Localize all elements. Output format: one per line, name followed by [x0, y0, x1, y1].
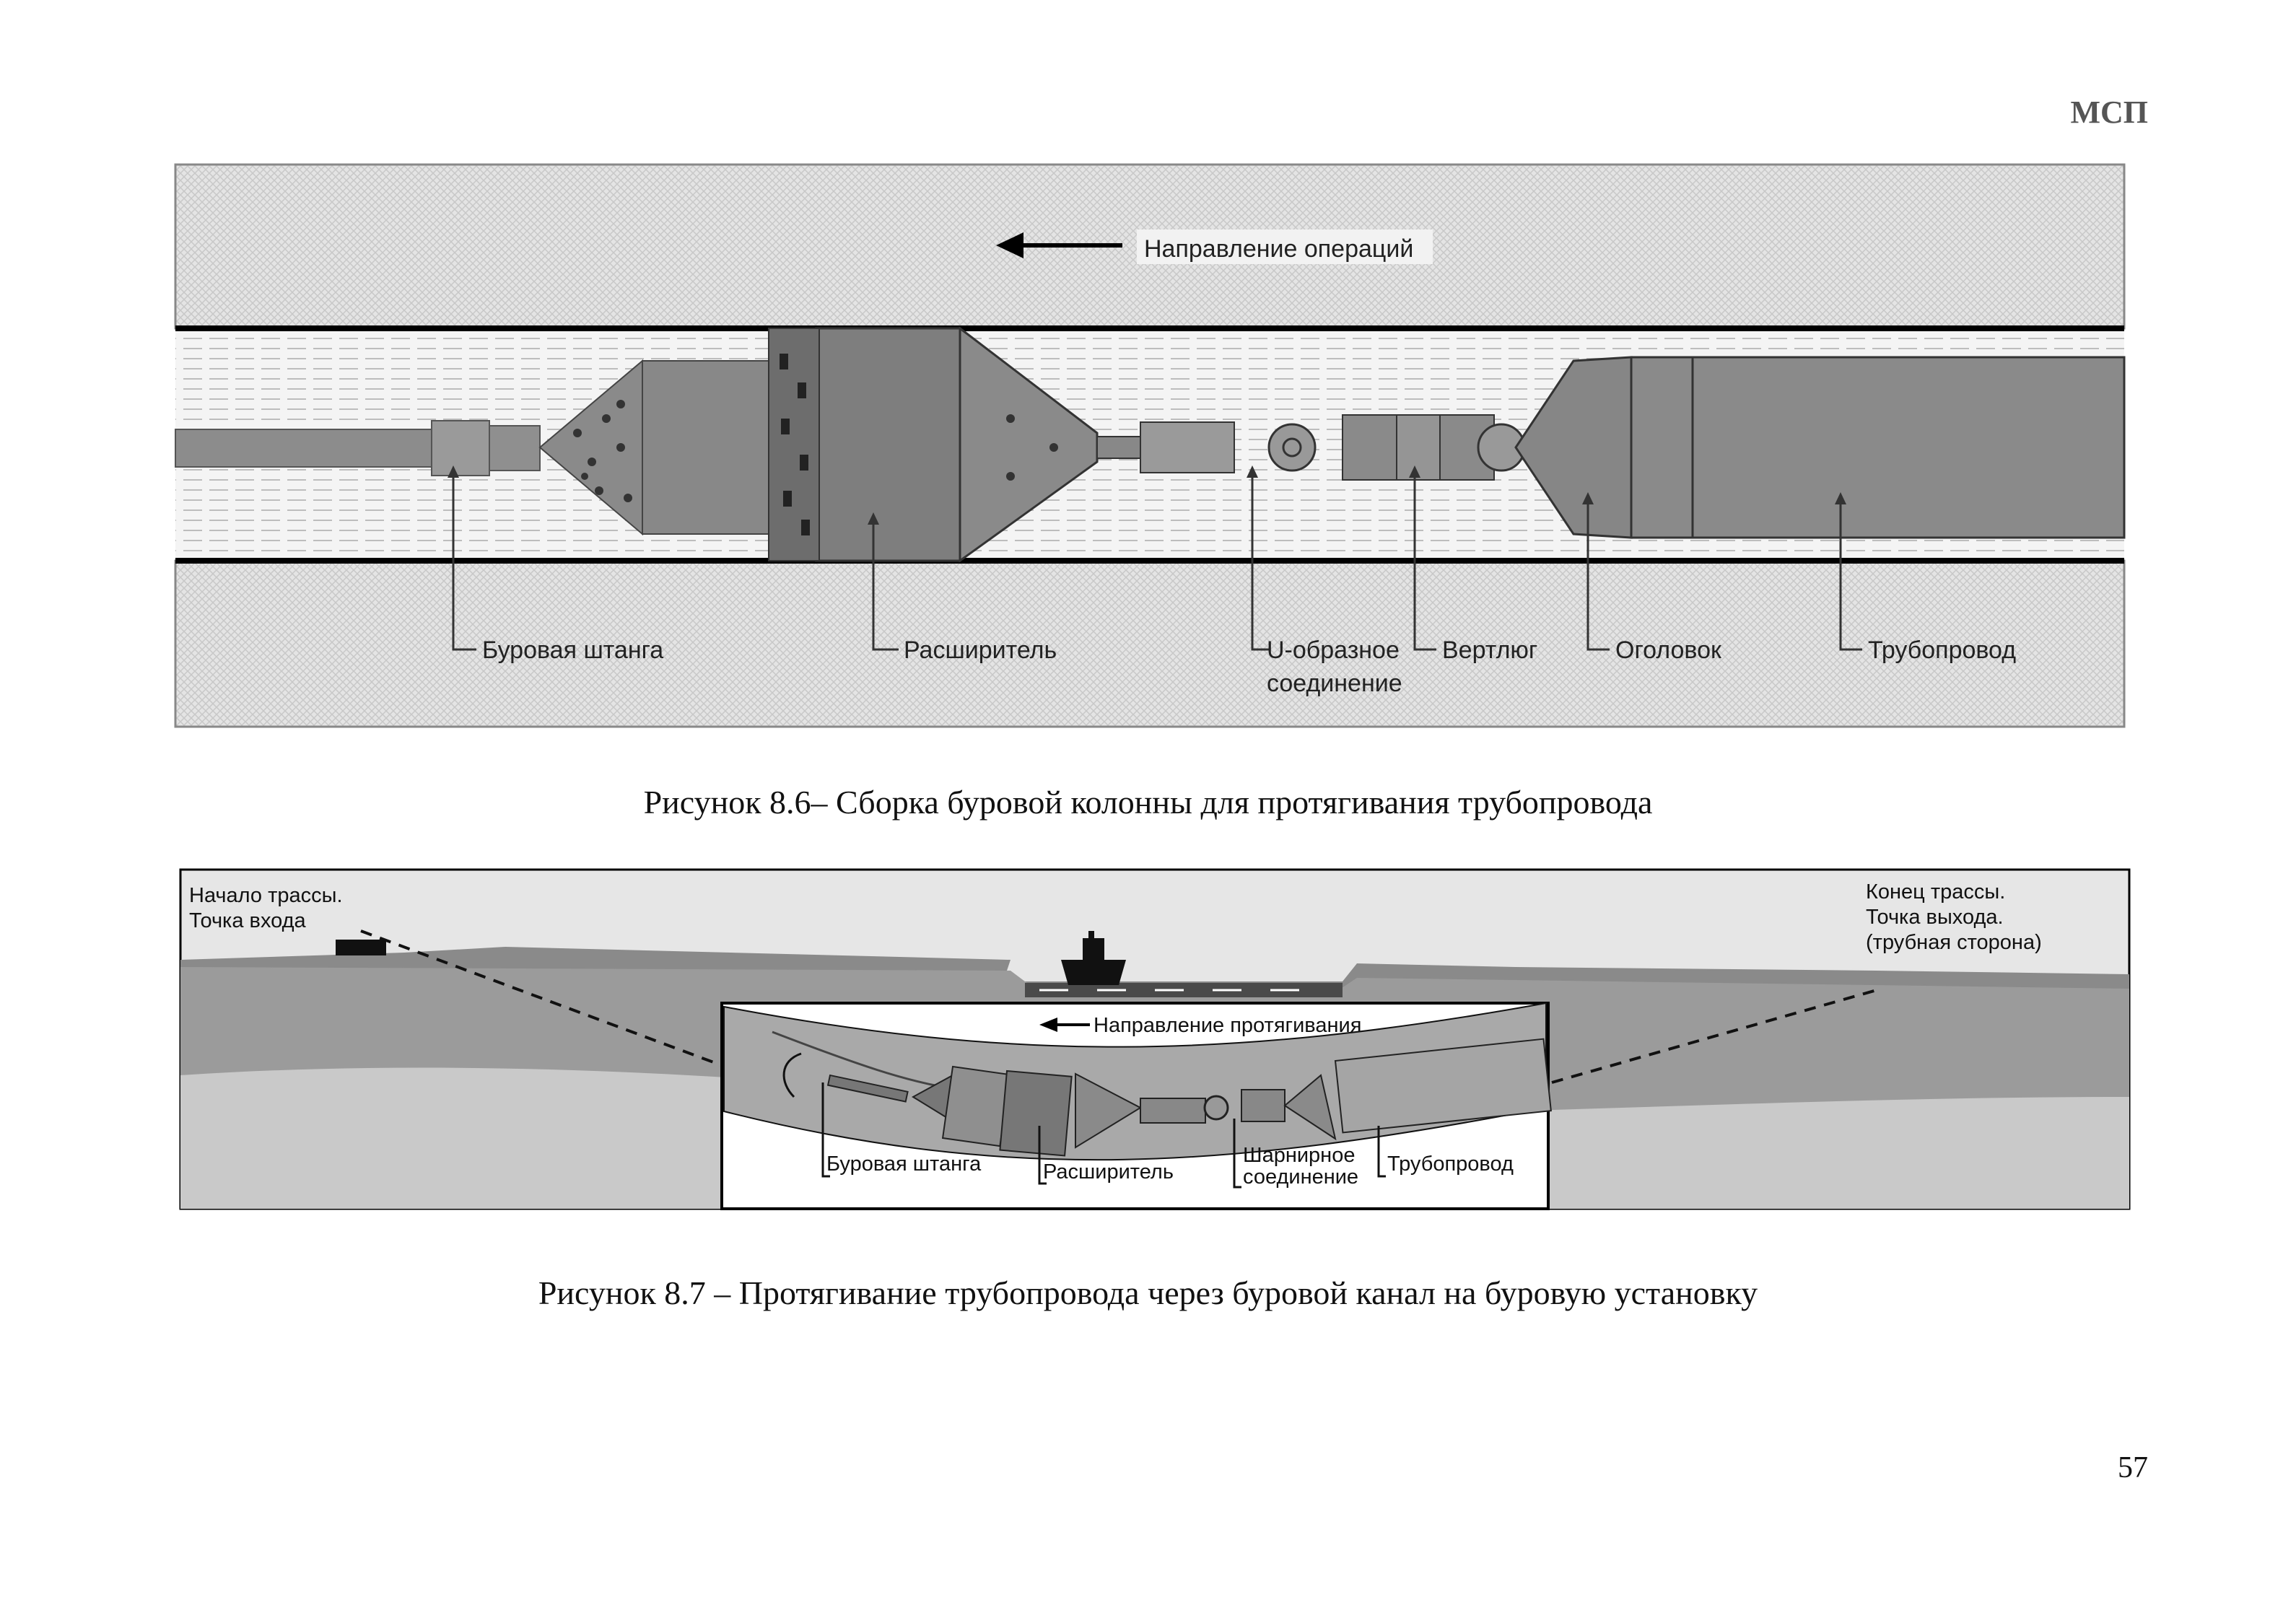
u-joint-icon: [1140, 421, 1235, 473]
label-u-joint-1: U-образное: [1267, 636, 1400, 664]
direction-label: Направление операций: [1144, 235, 1413, 263]
label-pipeline: Трубопровод: [1868, 636, 2016, 664]
direction-arrow: [996, 232, 1122, 258]
figure-8-6-caption: Рисунок 8.6– Сборка буровой колонны для …: [643, 784, 1653, 821]
label-drill-rod: Буровая штанга: [482, 636, 663, 664]
label-pulling-head: Оголовок: [1615, 636, 1722, 664]
document-header: МСП: [2070, 95, 2148, 130]
figure-8-7-caption: Рисунок 8.7 – Протягивание трубопровода …: [538, 1274, 1758, 1311]
label-swivel: Вертлюг: [1442, 636, 1537, 664]
drill-rod-icon: [175, 429, 432, 468]
soil-bottom: [174, 559, 2126, 728]
page-number: 57: [2118, 1451, 2148, 1484]
label-reamer: Расширитель: [904, 636, 1057, 664]
label-u-joint-2: соединение: [1267, 670, 1402, 697]
pipeline-icon: [1630, 356, 2126, 539]
